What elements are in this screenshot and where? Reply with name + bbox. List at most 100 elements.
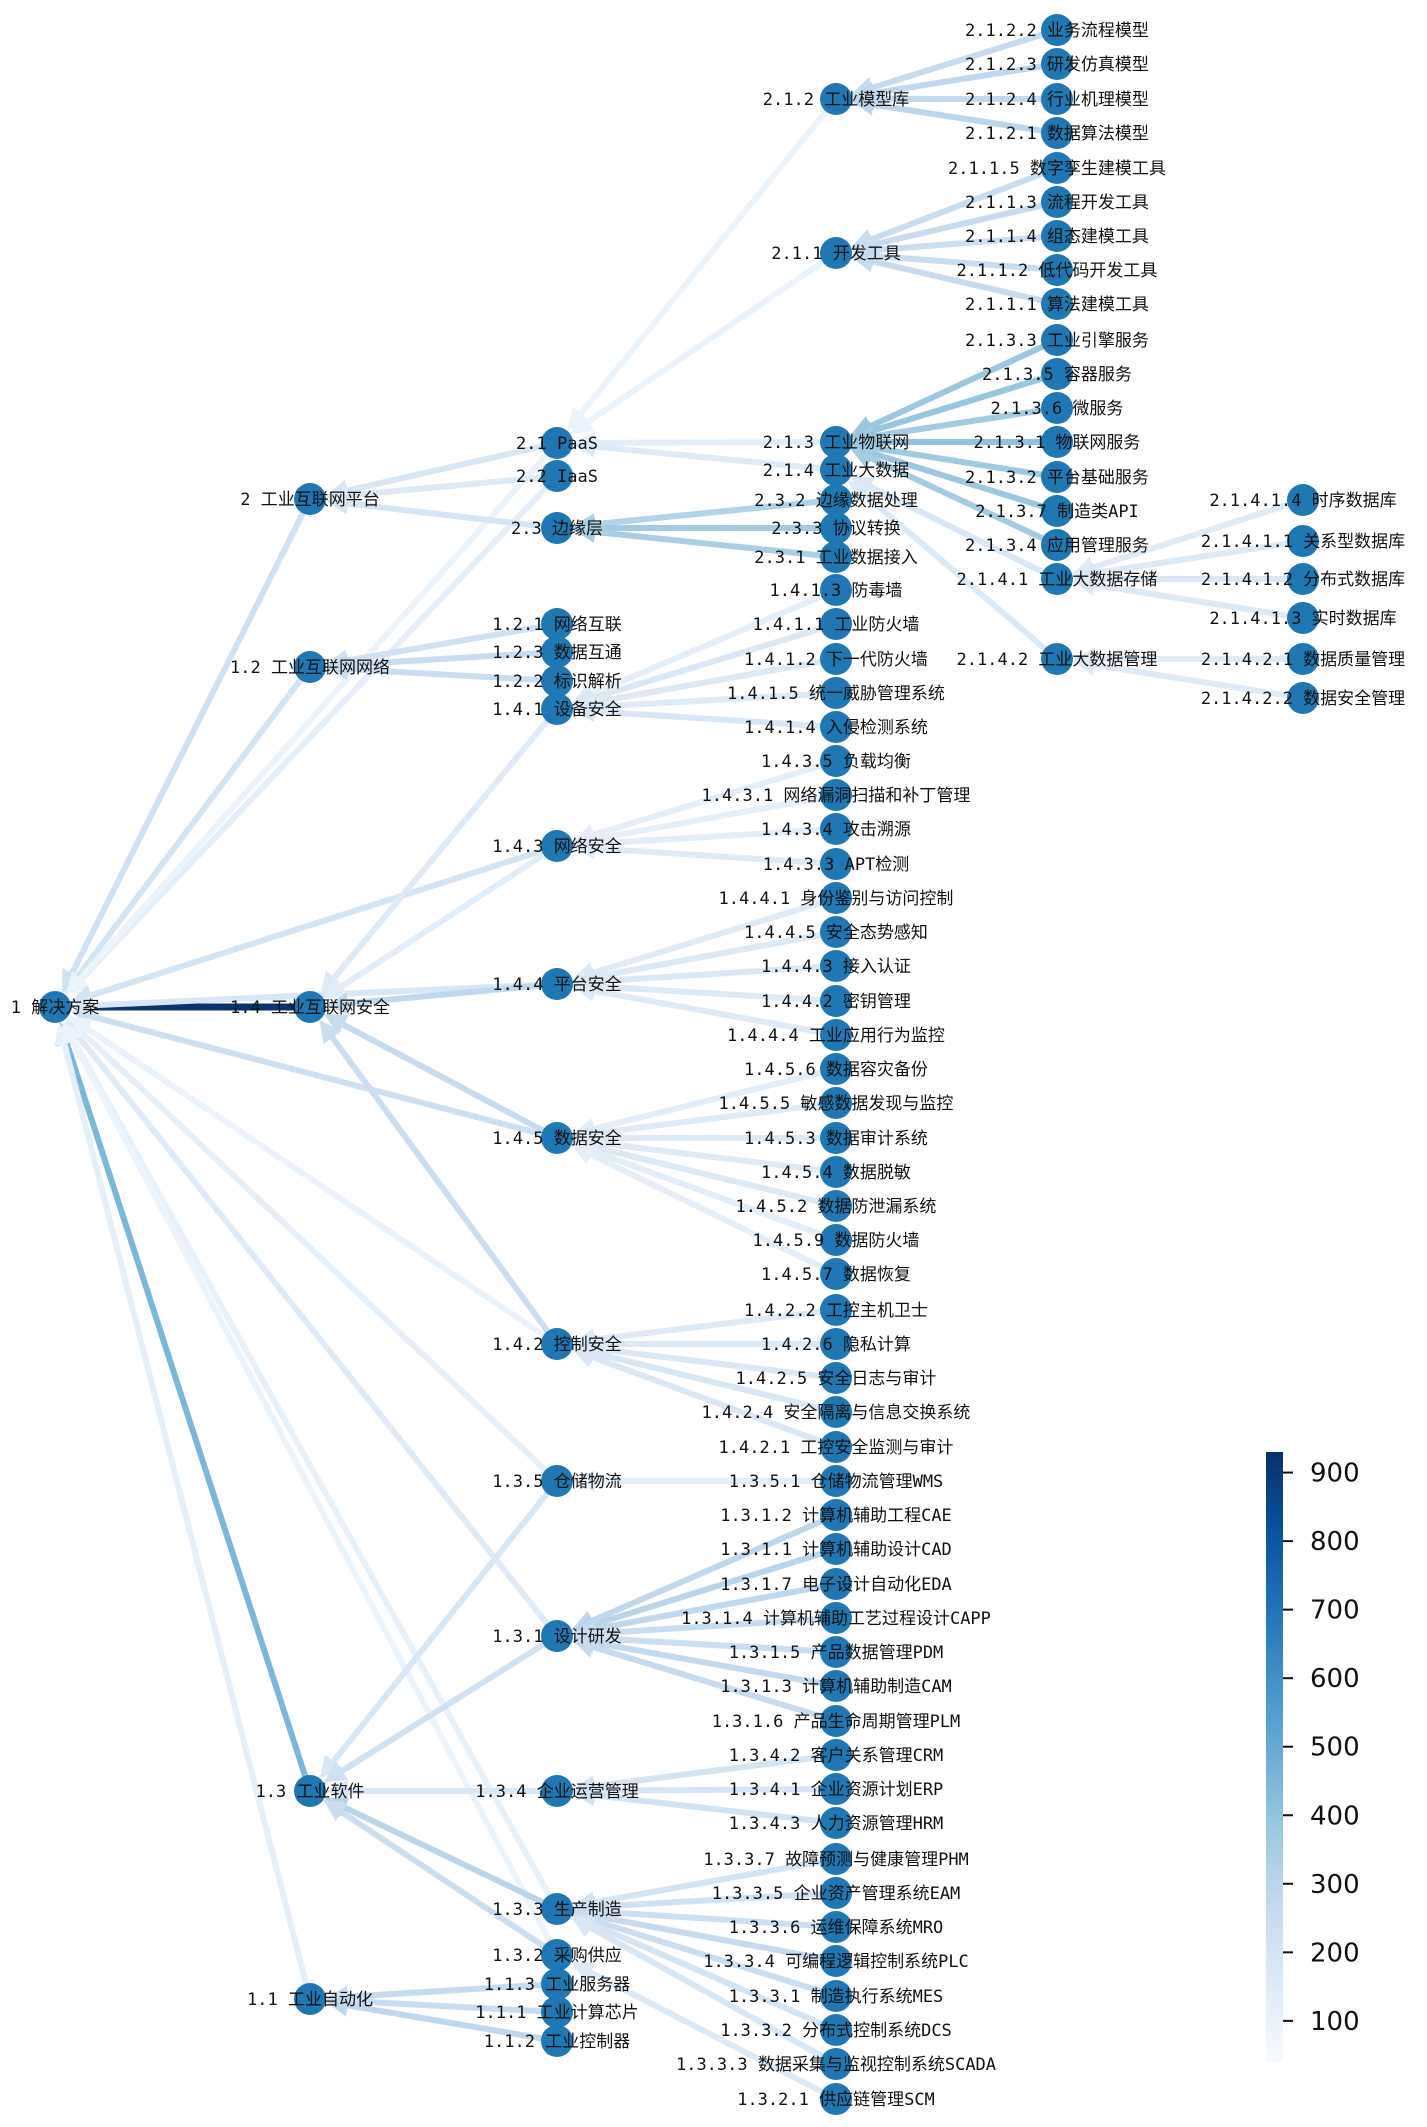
node-2[interactable] (294, 483, 326, 515)
node-1.3.1.3[interactable] (820, 1670, 852, 1702)
node-2.1.3.5[interactable] (1041, 358, 1073, 390)
node-2.1.1[interactable] (820, 237, 852, 269)
node-1.4.5.4[interactable] (820, 1156, 852, 1188)
node-2.1.4.1.2[interactable] (1287, 563, 1319, 595)
node-1.4.5.3[interactable] (820, 1122, 852, 1154)
node-1.3.5[interactable] (541, 1465, 573, 1497)
node-2.1.4.2.1[interactable] (1287, 643, 1319, 675)
node-1.3.1.4[interactable] (820, 1602, 852, 1634)
node-1.3.3.1[interactable] (820, 1980, 852, 2012)
node-2.1.4.1.1[interactable] (1287, 525, 1319, 557)
node-2.1.2.2[interactable] (1041, 14, 1073, 46)
node-1.3.3.3[interactable] (820, 2048, 852, 2080)
node-1.4.2.6[interactable] (820, 1328, 852, 1360)
node-1.3.3.2[interactable] (820, 2014, 852, 2046)
node-2.1.4.2[interactable] (1041, 643, 1073, 675)
node-1.3[interactable] (294, 1775, 326, 1807)
node-1.4.3.4[interactable] (820, 813, 852, 845)
node-1.4.4.4[interactable] (820, 1019, 852, 1051)
node-1.3.3[interactable] (541, 1893, 573, 1925)
node-2.1.4.1.4[interactable] (1287, 484, 1319, 516)
node-1.4.5.9[interactable] (820, 1224, 852, 1256)
node-1.3.1.7[interactable] (820, 1568, 852, 1600)
node-1.3.3.5[interactable] (820, 1877, 852, 1909)
node-1.3.5.1[interactable] (820, 1465, 852, 1497)
node-2.1.3.1[interactable] (1041, 426, 1073, 458)
node-1.2.1[interactable] (541, 608, 573, 640)
node-2.1.2.3[interactable] (1041, 48, 1073, 80)
node-1.1.1[interactable] (541, 1996, 573, 2028)
node-1.4.3.5[interactable] (820, 745, 852, 777)
node-1.4.3[interactable] (541, 830, 573, 862)
node-1.4.5.2[interactable] (820, 1190, 852, 1222)
node-2.1.1.5[interactable] (1041, 152, 1073, 184)
node-2.1.1.3[interactable] (1041, 186, 1073, 218)
node-2.1.4.1.3[interactable] (1287, 602, 1319, 634)
node-1[interactable] (39, 991, 71, 1023)
node-2.1.3.6[interactable] (1041, 392, 1073, 424)
node-1.2.3[interactable] (541, 636, 573, 668)
node-1.4.3.1[interactable] (820, 779, 852, 811)
node-1.4.4[interactable] (541, 968, 573, 1000)
node-1.4.1.2[interactable] (820, 643, 852, 675)
node-2.1[interactable] (541, 427, 573, 459)
node-2.1.2.1[interactable] (1041, 117, 1073, 149)
node-1.1.2[interactable] (541, 2025, 573, 2057)
node-2.3[interactable] (541, 512, 573, 544)
node-1.4.1.4[interactable] (820, 711, 852, 743)
node-1.4.5[interactable] (541, 1122, 573, 1154)
node-2.1.4.2.2[interactable] (1287, 682, 1319, 714)
node-1.3.4.3[interactable] (820, 1807, 852, 1839)
node-2.3.2[interactable] (820, 484, 852, 516)
node-1.4.1.3[interactable] (820, 574, 852, 606)
node-1.4.2.2[interactable] (820, 1294, 852, 1326)
node-1.3.2.1[interactable] (820, 2083, 852, 2115)
node-1.4.3.3[interactable] (820, 848, 852, 880)
node-2.1.2.4[interactable] (1041, 83, 1073, 115)
node-1.4.2.4[interactable] (820, 1396, 852, 1428)
node-2.1.3[interactable] (820, 426, 852, 458)
node-1.3.3.6[interactable] (820, 1911, 852, 1943)
node-2.1.1.4[interactable] (1041, 220, 1073, 252)
node-2.1.4.1[interactable] (1041, 563, 1073, 595)
node-2.1.3.3[interactable] (1041, 324, 1073, 356)
node-1.4.5.6[interactable] (820, 1053, 852, 1085)
node-1.4.5.7[interactable] (820, 1258, 852, 1290)
node-2.3.1[interactable] (820, 541, 852, 573)
node-1.4.5.5[interactable] (820, 1087, 852, 1119)
node-2.2[interactable] (541, 460, 573, 492)
node-1.4.2.5[interactable] (820, 1362, 852, 1394)
node-1.3.3.7[interactable] (820, 1843, 852, 1875)
node-1.4.4.5[interactable] (820, 916, 852, 948)
node-1.3.4.2[interactable] (820, 1739, 852, 1771)
node-1.4.2.1[interactable] (820, 1431, 852, 1463)
node-2.1.4[interactable] (820, 454, 852, 486)
node-1.4[interactable] (294, 991, 326, 1023)
node-1.3.4.1[interactable] (820, 1773, 852, 1805)
node-2.1.2[interactable] (820, 83, 852, 115)
node-1.4.4.2[interactable] (820, 985, 852, 1017)
node-1.3.1.6[interactable] (820, 1705, 852, 1737)
node-2.3.3[interactable] (820, 512, 852, 544)
node-2.1.3.4[interactable] (1041, 529, 1073, 561)
node-1.3.1.5[interactable] (820, 1636, 852, 1668)
node-1.4.1[interactable] (541, 693, 573, 725)
node-1.4.1.5[interactable] (820, 677, 852, 709)
node-1.4.1.1[interactable] (820, 608, 852, 640)
node-2.1.1.1[interactable] (1041, 288, 1073, 320)
node-1.3.4[interactable] (541, 1775, 573, 1807)
node-1.1.3[interactable] (541, 1968, 573, 2000)
node-1.3.2[interactable] (541, 1939, 573, 1971)
node-1.2.2[interactable] (541, 665, 573, 697)
node-1.2[interactable] (294, 651, 326, 683)
node-2.1.3.2[interactable] (1041, 461, 1073, 493)
node-2.1.3.7[interactable] (1041, 495, 1073, 527)
node-1.4.4.3[interactable] (820, 950, 852, 982)
node-1.1[interactable] (294, 1983, 326, 2015)
node-1.3.3.4[interactable] (820, 1945, 852, 1977)
node-1.3.1.2[interactable] (820, 1499, 852, 1531)
node-1.3.1[interactable] (541, 1620, 573, 1652)
node-1.3.1.1[interactable] (820, 1533, 852, 1565)
node-1.4.2[interactable] (541, 1328, 573, 1360)
node-1.4.4.1[interactable] (820, 882, 852, 914)
